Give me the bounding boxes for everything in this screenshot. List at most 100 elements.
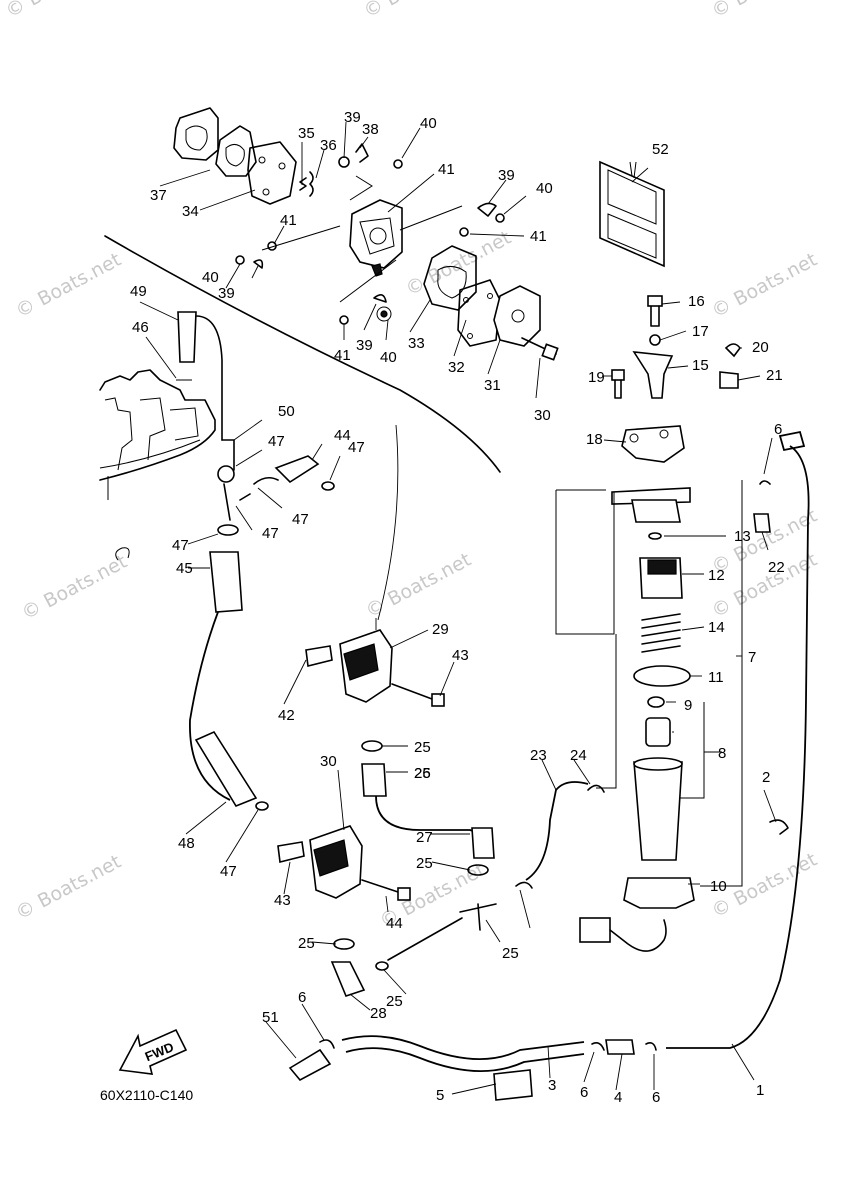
callout-number: 1 xyxy=(756,1082,764,1099)
fwd-arrow-icon: FWD xyxy=(118,1028,188,1075)
callout-number: 40 xyxy=(536,180,553,197)
callout-number: 18 xyxy=(586,431,603,448)
callout-number: 47 xyxy=(348,439,365,456)
callout-number: 23 xyxy=(530,747,547,764)
callout-number: 39 xyxy=(498,167,515,184)
callout-number: 39 xyxy=(218,285,235,302)
watermark-text: © Boats.net xyxy=(362,549,475,623)
callout-number: 25 xyxy=(298,935,315,952)
callout-number: 41 xyxy=(438,161,455,178)
callout-number: 51 xyxy=(262,1009,279,1026)
watermark-text: © Boats.net xyxy=(2,0,115,22)
callout-number: 45 xyxy=(176,560,193,577)
callout-number: 10 xyxy=(710,878,727,895)
callout-number: 44 xyxy=(386,915,403,932)
callout-leaders xyxy=(139,121,777,1095)
callout-number: 41 xyxy=(334,347,351,364)
callout-number: 6 xyxy=(652,1089,660,1106)
callout-number: 25 xyxy=(414,739,431,756)
callout-number: 17 xyxy=(692,323,709,340)
callout-number: 4 xyxy=(614,1089,622,1106)
callout-number: 36 xyxy=(320,137,337,154)
callout-number: 44 xyxy=(334,427,351,444)
callout-number: 46 xyxy=(132,319,149,336)
callout-number: 8 xyxy=(718,745,726,762)
callout-number: 20 xyxy=(752,339,769,356)
callout-number: 38 xyxy=(362,121,379,138)
watermark-text: © Boats.net xyxy=(12,249,125,323)
callout-number: 41 xyxy=(280,212,297,229)
callout-number: 40 xyxy=(420,115,437,132)
callout-number: 52 xyxy=(652,141,669,158)
watermark-layer: © Boats.net © Boats.net © Boats.net © Boats… xyxy=(2,0,821,932)
watermark-text: © Boats.net xyxy=(18,551,131,625)
callout-number: 43 xyxy=(452,647,469,664)
callout-number: 26 xyxy=(414,765,431,782)
watermark-text: © Boats.net xyxy=(360,0,473,22)
callout-number: 22 xyxy=(768,559,785,576)
callout-number: 39 xyxy=(356,337,373,354)
callout-number: 48 xyxy=(178,835,195,852)
callout-number: 21 xyxy=(766,367,783,384)
callout-number: 47 xyxy=(262,525,279,542)
callout-number: 31 xyxy=(484,377,501,394)
callout-number: 5 xyxy=(436,1087,444,1104)
callout-number: 12 xyxy=(708,567,725,584)
watermark-text: © Boats.net xyxy=(12,851,125,925)
callout-number: 6 xyxy=(298,989,306,1006)
hose-left xyxy=(176,311,335,811)
callout-number: 47 xyxy=(268,433,285,450)
pump-upper xyxy=(305,629,495,876)
callout-number: 49 xyxy=(130,283,147,300)
watermark-text: © Boats.net xyxy=(402,227,515,301)
callout-number: 28 xyxy=(370,1005,387,1022)
callout-number: 11 xyxy=(708,669,724,686)
callout-number: 25 xyxy=(386,993,403,1010)
fuel-filter-assembly xyxy=(555,295,743,952)
fuel-pump-exploded xyxy=(173,107,559,361)
watermark-text: © Boats.net xyxy=(708,0,821,22)
callout-number: 50 xyxy=(278,403,295,420)
callout-number: 37 xyxy=(150,187,167,204)
callout-number: 25 xyxy=(502,945,519,962)
engine-block xyxy=(99,235,501,561)
callout-number: 7 xyxy=(748,649,756,666)
callout-number: 42 xyxy=(278,707,295,724)
callout-number: 24 xyxy=(570,747,587,764)
diagram-code: 60X2110-C140 xyxy=(100,1087,193,1103)
callout-number: 47 xyxy=(220,863,237,880)
callout-number: 16 xyxy=(688,293,705,310)
callout-number: 3 xyxy=(548,1077,556,1094)
callout-number: 40 xyxy=(380,349,397,366)
callout-number: 30 xyxy=(534,407,551,424)
callout-number: 14 xyxy=(708,619,725,636)
callout-number: 40 xyxy=(202,269,219,286)
callout-number: 9 xyxy=(684,697,692,714)
callout-number: 34 xyxy=(182,203,199,220)
callout-number: 43 xyxy=(274,892,291,909)
callout-number: 39 xyxy=(344,109,361,126)
callout-number: 35 xyxy=(298,125,315,142)
callout-number: 19 xyxy=(588,369,605,386)
watermark-text: © Boats.net xyxy=(708,249,821,323)
callout-number: 30 xyxy=(320,753,337,770)
callout-number: 41 xyxy=(530,228,547,245)
callout-number: 29 xyxy=(432,621,449,638)
callout-number: 47 xyxy=(292,511,309,528)
callout-number: 13 xyxy=(734,528,751,545)
pump-lower xyxy=(277,825,411,997)
callout-number: 6 xyxy=(580,1084,588,1101)
callout-number: 32 xyxy=(448,359,465,376)
warning-tag xyxy=(599,160,665,268)
fuel-line-bottom xyxy=(288,1035,657,1101)
callout-number: 2 xyxy=(762,769,770,786)
callout-number: 15 xyxy=(692,357,709,374)
fuel-line-right xyxy=(666,430,810,1049)
callout-number: 25 xyxy=(414,765,431,782)
callout-number: 33 xyxy=(408,335,425,352)
joint-and-hoses xyxy=(387,634,617,961)
callout-number: 47 xyxy=(172,537,189,554)
callout-number: 27 xyxy=(416,829,433,846)
